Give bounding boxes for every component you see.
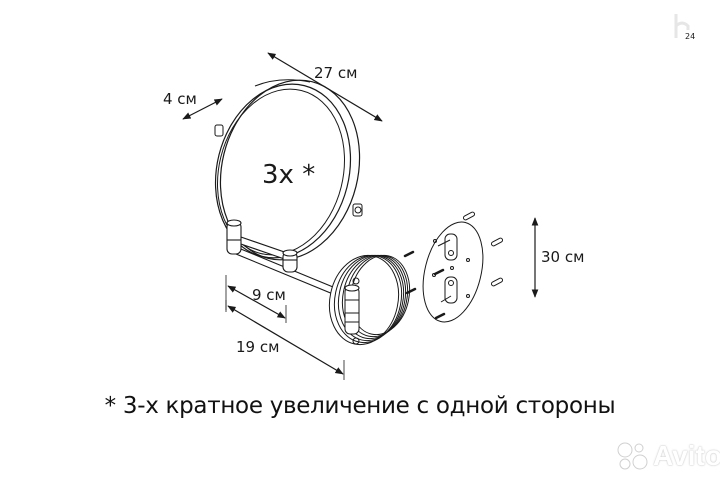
diameter-label: 27 см bbox=[314, 64, 357, 82]
height-label: 30 см bbox=[541, 248, 584, 266]
mounting-plate bbox=[422, 221, 484, 323]
avito-dots-icon bbox=[617, 442, 648, 470]
swing-arm bbox=[226, 219, 351, 302]
caption: * 3-х кратное увеличение с одной стороны bbox=[104, 393, 616, 419]
svg-text:24: 24 bbox=[685, 32, 695, 41]
h24-house-icon: 24 bbox=[672, 12, 702, 42]
avito-watermark: Avito bbox=[615, 440, 720, 472]
arm-short-label: 9 см bbox=[252, 286, 286, 304]
height-dimension: 30 см bbox=[531, 217, 584, 298]
arm-long-label: 19 см bbox=[236, 338, 279, 356]
mirror-head bbox=[214, 79, 363, 261]
depth-label: 4 см bbox=[163, 90, 197, 108]
arm-short-dimension: 9 см bbox=[225, 275, 287, 323]
wall-anchors bbox=[462, 211, 504, 287]
arm-long-dimension: 19 см bbox=[225, 300, 345, 380]
wall-screws bbox=[403, 250, 446, 320]
avito-text: Avito bbox=[653, 440, 720, 471]
magnification-label: 3x * bbox=[262, 160, 315, 190]
wall-base bbox=[328, 254, 411, 346]
depth-dimension: 4 см bbox=[163, 90, 223, 120]
